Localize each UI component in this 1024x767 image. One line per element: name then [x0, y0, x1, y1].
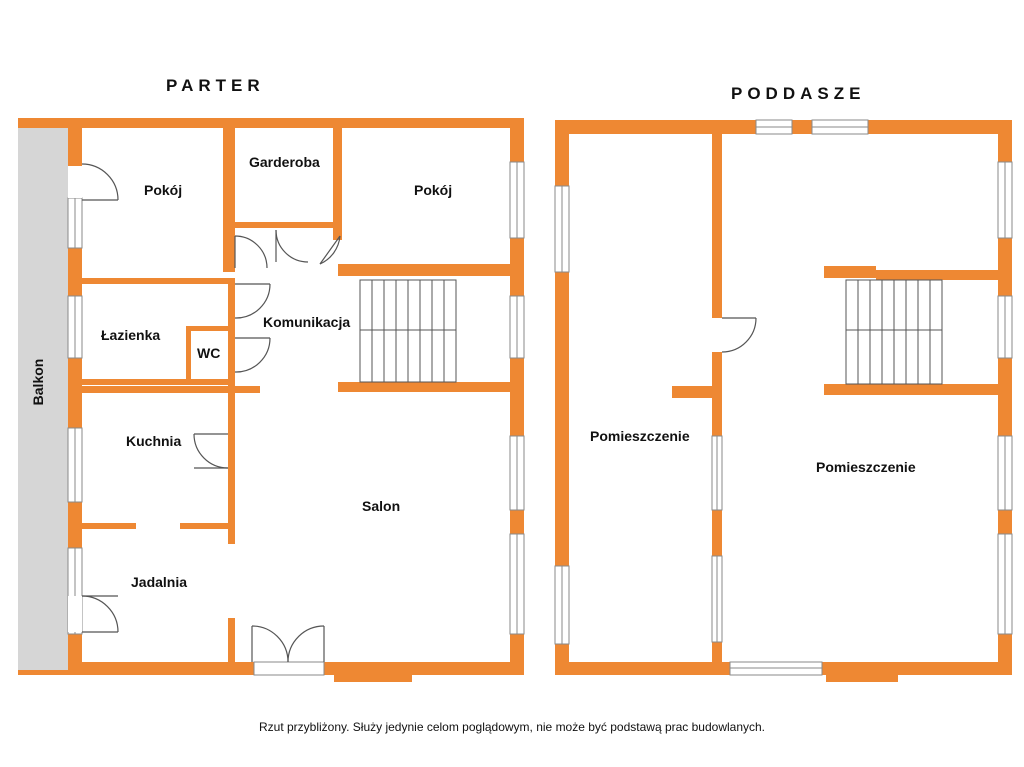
poddasze-stairs [845, 279, 943, 385]
parter-stairs [359, 279, 457, 383]
poddasze-window-mullions [561, 126, 1006, 669]
poddasze-doors [712, 317, 757, 353]
room-label-wc: WC [197, 345, 221, 361]
room-label-pokoj-left: Pokój [144, 182, 183, 198]
room-label-kuchnia: Kuchnia [126, 433, 182, 449]
parter-window-mullions [74, 162, 518, 634]
poddasze-walls [555, 120, 1012, 682]
parter-walls [18, 118, 524, 682]
room-label-garderoba: Garderoba [249, 154, 320, 170]
poddasze-title: PODDASZE [731, 84, 866, 103]
parter-title: PARTER [166, 76, 265, 95]
room-label-balkon: Balkon [30, 358, 46, 406]
room-label-pomieszczenie-left: Pomieszczenie [590, 428, 690, 444]
room-label-pokoj-right: Pokój [414, 182, 453, 198]
room-label-salon: Salon [362, 498, 401, 514]
room-label-pomieszczenie-right: Pomieszczenie [816, 459, 916, 475]
room-label-jadalnia: Jadalnia [131, 574, 188, 590]
room-label-komunikacja: Komunikacja [263, 314, 351, 330]
disclaimer-text: Rzut przybliżony. Służy jedynie celom po… [258, 720, 766, 734]
balcony-area [18, 126, 68, 670]
parter-windows [67, 161, 525, 676]
poddasze-windows [554, 119, 1013, 676]
room-label-lazienka: Łazienka [101, 327, 161, 343]
parter-doors [68, 163, 341, 663]
